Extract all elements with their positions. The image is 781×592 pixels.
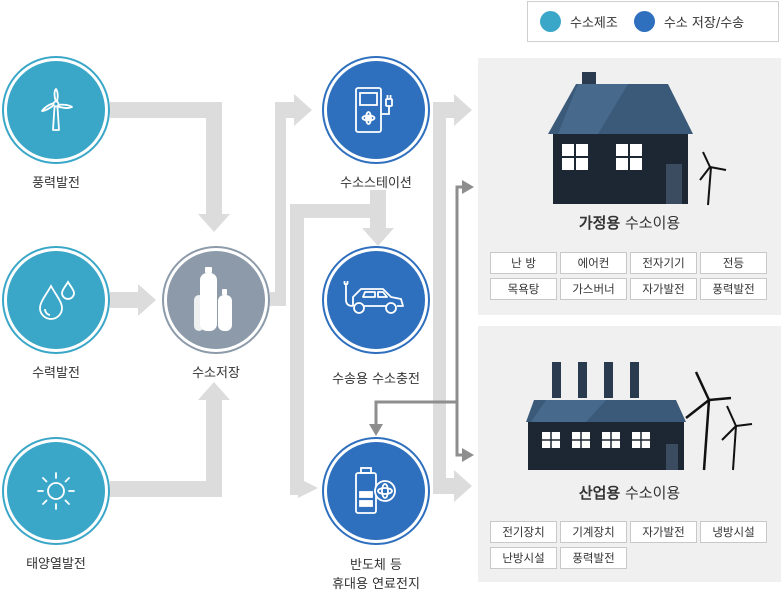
legend-dot-production xyxy=(540,11,561,32)
sun-icon xyxy=(37,472,75,510)
home-tag: 풍력발전 xyxy=(700,278,767,300)
home-tag: 에어컨 xyxy=(560,252,627,274)
industry-title: 산업용 수소이용 xyxy=(478,482,781,503)
water-drop-icon xyxy=(39,280,75,320)
charging-station-icon xyxy=(355,87,393,133)
vehicle-label: 수송용 수소충전 xyxy=(332,372,420,387)
battery-icon xyxy=(355,467,396,514)
industry-title-rest: 수소이용 xyxy=(620,484,681,502)
car-plug-icon xyxy=(343,281,404,314)
legend-label-storage: 수소 저장/수송 xyxy=(663,16,745,31)
industry-tag-grid: 전기장치 기계장치 자가발전 냉방시설 난방시설 풍력발전 xyxy=(490,521,767,569)
home-tag: 목욕탕 xyxy=(490,278,557,300)
legend-label-production: 수소제조 xyxy=(570,16,618,31)
home-tag: 난 방 xyxy=(490,252,557,274)
home-tag: 전등 xyxy=(700,252,767,274)
wind-turbine-icon xyxy=(41,88,73,131)
storage-label: 수소저장 xyxy=(192,366,240,381)
house-illustration xyxy=(548,72,727,206)
legend-dot-storage xyxy=(633,11,655,32)
wind-node xyxy=(2,56,110,164)
industry-tag: 자가발전 xyxy=(630,521,697,543)
industry-tag: 난방시설 xyxy=(490,547,557,569)
home-tag: 가스버너 xyxy=(560,278,627,300)
vehicle-node xyxy=(322,246,430,354)
solar-label: 태양열발전 xyxy=(26,557,86,572)
industry-panel: 산업용 수소이용 전기장치 기계장치 자가발전 냉방시설 난방시설 풍력발전 xyxy=(478,326,781,582)
home-title-rest: 수소이용 xyxy=(620,214,681,232)
home-tag-grid: 난 방 에어컨 전자기기 전등 목욕탕 가스버너 자가발전 풍력발전 xyxy=(490,252,767,300)
home-tag: 전자기기 xyxy=(630,252,697,274)
home-title: 가정용 수소이용 xyxy=(478,212,781,233)
gas-cylinder-icon xyxy=(194,267,232,331)
wind-label: 풍력발전 xyxy=(32,176,80,191)
industry-tag: 전기장치 xyxy=(490,521,557,543)
industry-tag: 풍력발전 xyxy=(560,547,627,569)
industry-tag: 냉방시설 xyxy=(700,521,767,543)
hydro-node xyxy=(2,246,110,354)
station-node xyxy=(322,56,430,164)
hydro-label: 수력발전 xyxy=(32,366,80,381)
fuelcell-label-line2: 휴대용 연료전지 xyxy=(332,577,420,592)
legend: 수소제조 수소 저장/수송 xyxy=(527,1,779,42)
legend-item-storage: 수소 저장/수송 xyxy=(633,11,745,32)
fuelcell-label-line1: 반도체 등 xyxy=(350,558,402,573)
solar-node xyxy=(2,437,110,545)
home-tag: 자가발전 xyxy=(630,278,697,300)
factory-illustration xyxy=(526,362,753,471)
home-title-bold: 가정용 xyxy=(578,214,621,232)
industry-title-bold: 산업용 xyxy=(578,484,621,502)
storage-node xyxy=(162,246,270,354)
station-label: 수소스테이션 xyxy=(340,176,412,191)
industry-tag: 기계장치 xyxy=(560,521,627,543)
fuelcell-node xyxy=(322,437,430,545)
home-panel: 가정용 수소이용 난 방 에어컨 전자기기 전등 목욕탕 가스버너 자가발전 풍… xyxy=(478,58,781,315)
legend-item-production: 수소제조 xyxy=(540,11,618,32)
